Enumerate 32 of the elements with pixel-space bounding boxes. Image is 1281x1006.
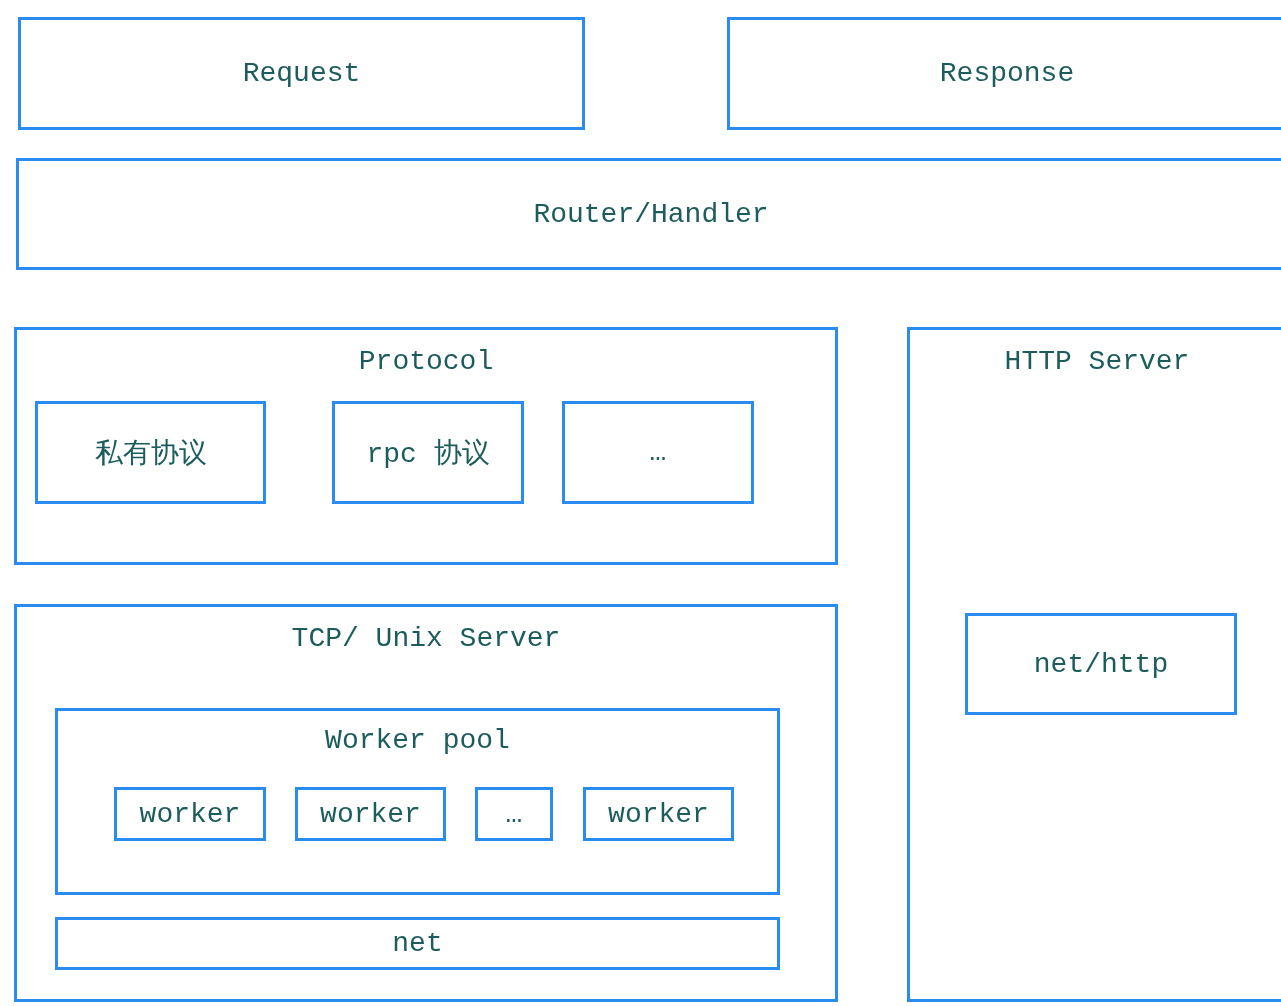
component-box [295, 787, 446, 841]
component-box [332, 401, 524, 504]
component-box [583, 787, 734, 841]
component-label: 私有协议 [94, 437, 207, 472]
component-label: worker [320, 798, 421, 830]
layer-box [55, 708, 780, 895]
component-label: worker [139, 798, 241, 830]
component-box [18, 17, 585, 130]
layer-title: Worker pool [324, 725, 511, 756]
component-label: Request [242, 58, 361, 89]
component-label: rpc 协议 [366, 437, 490, 472]
component-label: worker [608, 798, 709, 830]
component-box [562, 401, 754, 504]
component-label: … [649, 437, 667, 468]
layer-title: HTTP Server [1003, 346, 1191, 377]
component-box [965, 613, 1237, 715]
layer-title: TCP/ Unix Server [290, 623, 562, 654]
component-box [114, 787, 266, 841]
component-label: Response [939, 58, 1075, 89]
component-box [55, 917, 780, 970]
component-label: … [505, 798, 523, 830]
layer-box [14, 604, 838, 1002]
layer-box [14, 327, 838, 565]
component-label: net [392, 928, 443, 959]
layer-title: Protocol [357, 346, 495, 377]
component-box [475, 787, 553, 841]
component-label: Router/Handler [533, 198, 769, 230]
component-box [16, 158, 1281, 270]
component-label: net/http [1033, 648, 1169, 680]
layer-box [907, 327, 1281, 1002]
component-box [727, 17, 1281, 130]
component-box [35, 401, 266, 504]
